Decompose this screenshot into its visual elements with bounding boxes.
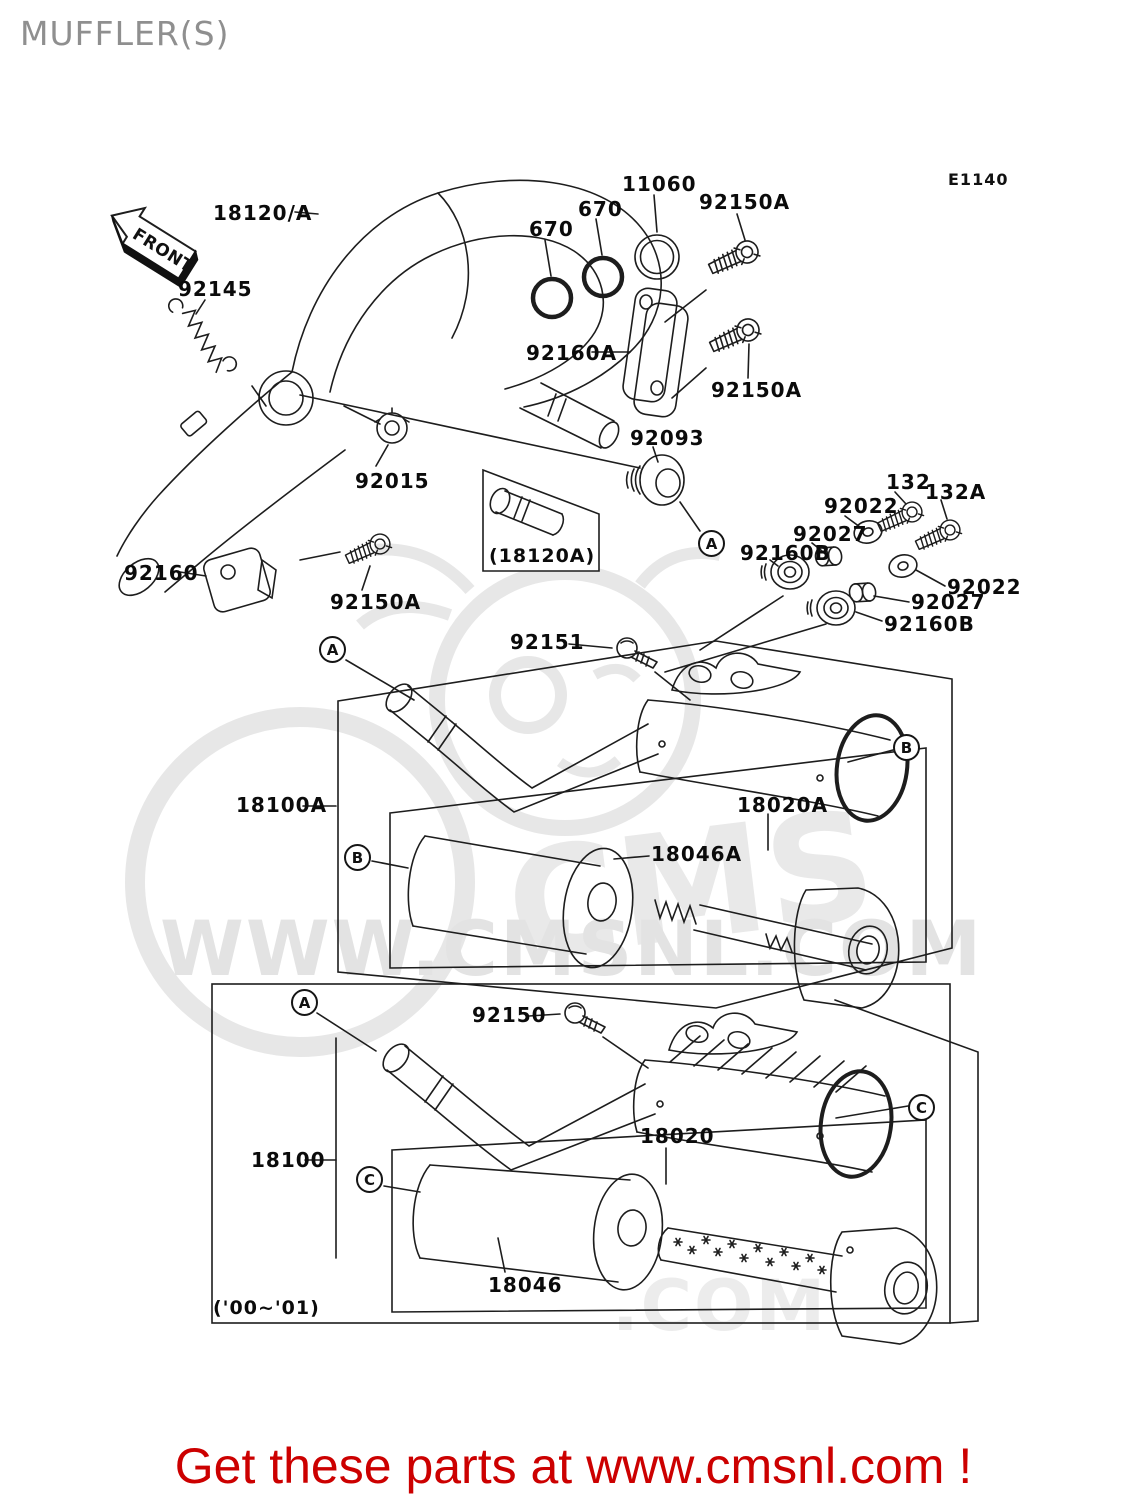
bolt-92150A-mid [671,314,764,399]
box-18120A [482,468,600,572]
front-arrow: FRONT [110,206,199,289]
bolt-92150A-lowerleft [299,530,394,591]
bracket-92160 [179,547,277,613]
ref-circle-a-lower: A [291,989,318,1016]
part-label-92160b-upper: 92160B [740,541,831,565]
lower-assembly-box [211,983,979,1324]
part-label-18020: 18020 [640,1124,715,1148]
page-title: MUFFLER(S) [20,14,230,53]
watermark-art: CMS WWW.CMSNL.COM .COM [125,543,983,1347]
nut-92015 [343,405,410,467]
part-label-18046a: 18046A [651,842,743,866]
core-tube-upper [693,887,900,1009]
part-label-18100: 18100 [251,1148,326,1172]
part-label-92150a-top: 92150A [699,190,791,214]
part-label-92145: 92145 [178,277,253,301]
bolt-132 [874,491,926,537]
ref-circle-a-bushing: A [698,530,725,557]
lower-muffler-18020 [382,1012,909,1179]
oring-670-left [530,276,574,320]
screw-92150 [528,1002,649,1069]
core-spring-upper [654,899,793,953]
ref-circle-b-right: B [893,734,920,761]
perforated-core-18020 [657,1227,938,1345]
part-label-18120a: 18120/A [213,201,313,225]
collar-92027-upper [811,542,844,569]
part-label-670-right: 670 [578,197,623,221]
bracket-92160A [622,287,689,418]
bolt-132A [912,499,964,555]
grommet-92160B-lower [806,590,883,626]
bolt-92150A-top [664,213,763,323]
gasket-11060 [634,234,680,280]
part-label-670-left: 670 [529,217,574,241]
part-label-92022-upper: 92022 [824,494,899,518]
part-label-18046: 18046 [488,1273,563,1297]
washer-92022-lower [885,551,946,587]
bushing-92093 [625,446,701,532]
part-label-92160: 92160 [124,561,199,585]
upper-assembly-box [337,640,953,1009]
part-label-132a: 132A [925,480,987,504]
lower-inner-box [391,1119,927,1313]
screw-92151 [568,637,691,701]
part-label-18120a-boxed: (18120A) [489,545,596,567]
part-label-92027-lower: 92027 [911,590,986,614]
part-label-92160a: 92160A [526,341,618,365]
wool-18046A [407,835,650,969]
spring-92145 [167,298,267,407]
diagram-code: E1140 [948,170,1009,189]
collar-92027-lower [847,580,910,605]
ref-circle-a-upper: A [319,636,346,663]
ref-circle-b-left: B [344,844,371,871]
oring-670-right [581,255,625,299]
part-label-92150a-low: 92150A [330,590,422,614]
ref-circle-c-left: C [356,1166,383,1193]
part-label-92151: 92151 [510,630,585,654]
part-label-92160b-lower: 92160B [884,612,975,636]
footer-promo-text: Get these parts at www.cmsnl.com ! [174,1438,973,1494]
part-label-92027-upper: 92027 [793,522,868,546]
upper-inner-box [389,747,927,969]
watermark-url-text: WWW.CMSNL.COM [160,904,983,993]
part-label-18100a: 18100A [236,793,328,817]
part-label-92093: 92093 [630,426,705,450]
part-label-18020a: 18020A [737,793,829,817]
watermark-url-fragment: .COM [612,1265,827,1347]
year-range-note: ('00~'01) [213,1297,320,1319]
part-label-92150: 92150 [472,1003,547,1027]
upper-muffler-18020A [385,652,910,823]
part-label-11060: 11060 [622,172,697,196]
grommet-92160B-upper [760,554,810,590]
part-label-92015: 92015 [355,469,430,493]
expansion-chamber-18120A [116,179,662,597]
ref-circle-c-right: C [908,1094,935,1121]
washer-92022-upper [844,515,886,547]
leader-lines [195,194,769,1259]
part-label-92022-lower: 92022 [947,575,1022,599]
part-label-92150a-mid: 92150A [711,378,803,402]
part-label-132: 132 [886,470,931,494]
